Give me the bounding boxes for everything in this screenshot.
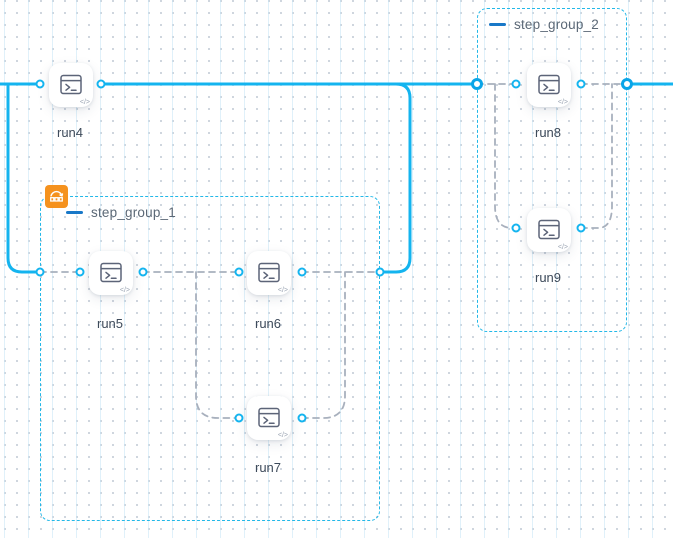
node-label-run4: run4	[56, 125, 84, 140]
node-label-run5: run5	[96, 316, 124, 331]
code-badge-icon: </>	[79, 99, 90, 106]
run6-input-port[interactable]	[234, 267, 244, 277]
code-badge-icon: </>	[557, 99, 568, 106]
run4-input-port[interactable]	[35, 79, 45, 89]
run4-output-port[interactable]	[96, 79, 106, 89]
code-badge-icon: </>	[557, 244, 568, 251]
terminal-icon	[538, 219, 560, 240]
run7-input-port[interactable]	[234, 413, 244, 423]
run8-input-port[interactable]	[511, 79, 521, 89]
loop-repeat-icon[interactable]	[45, 185, 68, 208]
group-title-step_group_2: step_group_2	[514, 17, 599, 32]
step-group-1-entry-port[interactable]	[35, 267, 45, 277]
group-box-step_group_2[interactable]	[477, 8, 627, 332]
node-run4[interactable]: </>	[49, 63, 93, 107]
terminal-icon	[538, 74, 560, 95]
run9-input-port[interactable]	[511, 223, 521, 233]
terminal-icon	[258, 262, 280, 283]
node-run6[interactable]: </>	[247, 251, 291, 295]
code-badge-icon: </>	[277, 432, 288, 439]
terminal-icon	[258, 407, 280, 428]
step-group-2-entry-port[interactable]	[471, 78, 483, 90]
code-badge-icon: </>	[277, 287, 288, 294]
run6-output-port[interactable]	[297, 267, 307, 277]
run9-output-port[interactable]	[576, 223, 586, 233]
edge-group1-exit-up[interactable]	[378, 82, 412, 274]
run5-input-port[interactable]	[75, 267, 85, 277]
run7-output-port[interactable]	[297, 413, 307, 423]
step-group-2-exit-port[interactable]	[621, 78, 633, 90]
run5-output-port[interactable]	[138, 267, 148, 277]
node-run5[interactable]: </>	[89, 251, 133, 295]
node-label-run9: run9	[534, 270, 562, 285]
node-run8[interactable]: </>	[527, 63, 571, 107]
node-label-run6: run6	[254, 316, 282, 331]
node-run9[interactable]: </>	[527, 208, 571, 252]
node-run7[interactable]: </>	[247, 396, 291, 440]
code-badge-icon: </>	[119, 287, 130, 294]
edge-inlet-branch-to-group1[interactable]	[6, 82, 42, 274]
node-label-run7: run7	[254, 460, 282, 475]
run8-output-port[interactable]	[576, 79, 586, 89]
node-label-run8: run8	[534, 125, 562, 140]
collapse-dash-icon[interactable]	[66, 211, 83, 214]
step-group-1-exit-port[interactable]	[375, 267, 385, 277]
group-header-step_group_1[interactable]: step_group_1	[66, 205, 176, 220]
terminal-icon	[60, 74, 82, 95]
group-title-step_group_1: step_group_1	[91, 205, 176, 220]
group-box-step_group_1[interactable]	[40, 196, 380, 521]
terminal-icon	[100, 262, 122, 283]
collapse-dash-icon[interactable]	[489, 23, 506, 26]
group-header-step_group_2[interactable]: step_group_2	[489, 17, 599, 32]
